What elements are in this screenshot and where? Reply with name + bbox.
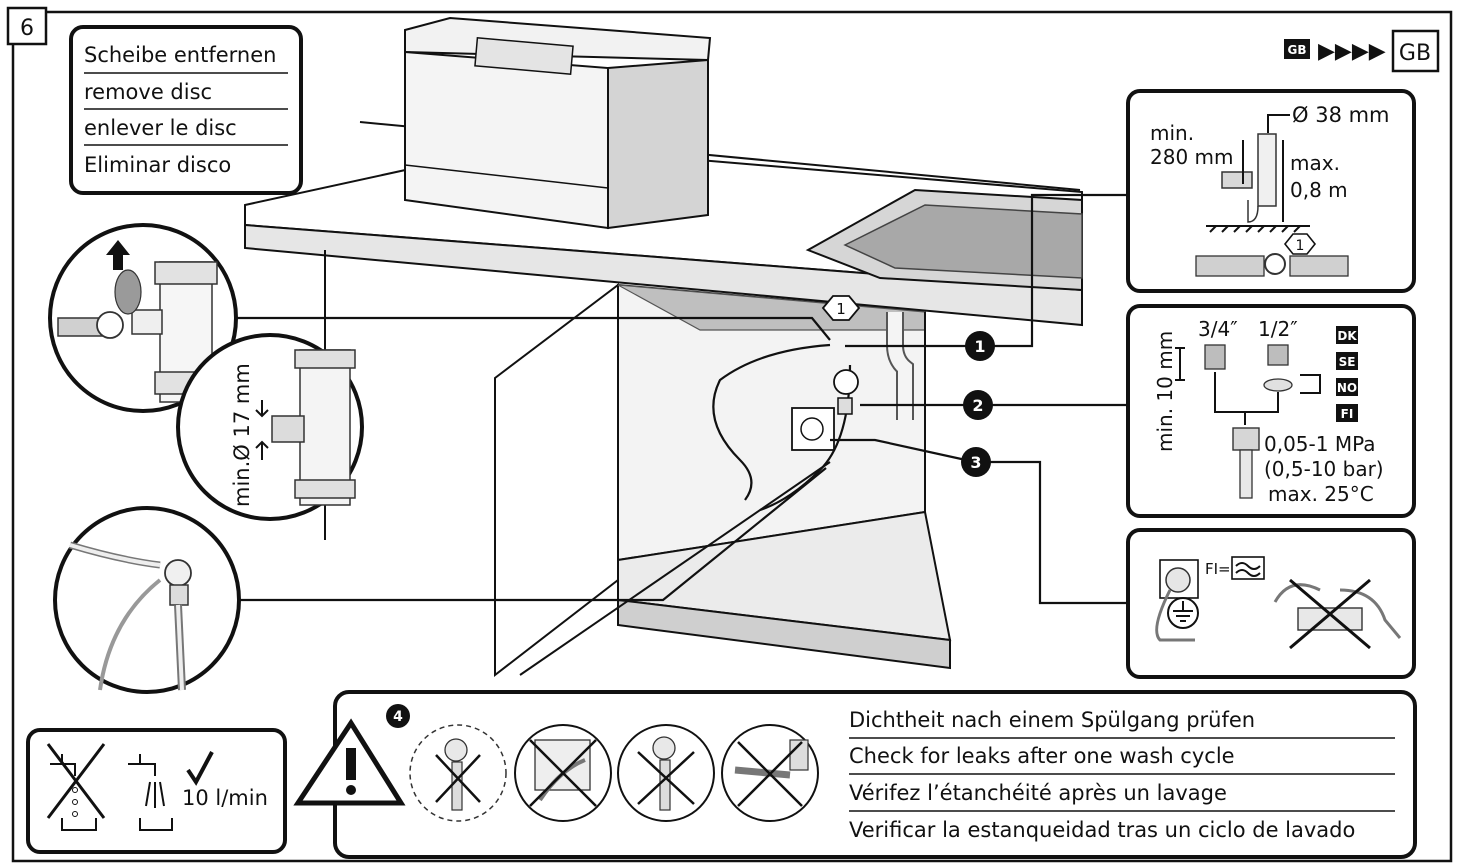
faucet-icon bbox=[128, 754, 173, 831]
svg-text:1: 1 bbox=[1296, 238, 1305, 254]
leak-illustration-3 bbox=[617, 724, 715, 822]
diameter-zoom-circle: min.Ø 17 mm bbox=[176, 333, 364, 521]
warning-triangle-icon bbox=[293, 718, 406, 806]
svg-text:1: 1 bbox=[836, 300, 846, 318]
plug-icon bbox=[1155, 559, 1199, 642]
callout-2: 2 bbox=[963, 390, 993, 420]
instruction-line-fr: enlever le disc bbox=[84, 116, 237, 140]
leak-line-en: Check for leaks after one wash cycle bbox=[849, 744, 1235, 768]
flag-badge bbox=[1284, 39, 1310, 59]
callout-4: 4 bbox=[386, 704, 410, 728]
drain-max-value: 0,8 m bbox=[1290, 178, 1348, 202]
drain-max-label: max. bbox=[1290, 151, 1340, 175]
current-language-box[interactable] bbox=[1391, 29, 1440, 73]
water-supply-panel: 3/4″ 1/2″ min. 10 mm DK SE NO FI 0,05-1 … bbox=[1126, 304, 1416, 518]
svg-text:SE: SE bbox=[1339, 355, 1356, 369]
faucet-icon bbox=[46, 743, 106, 831]
svg-text:2: 2 bbox=[972, 396, 983, 415]
page-frame bbox=[11, 10, 1453, 863]
current-language: GB bbox=[1399, 41, 1431, 66]
flow-rate: 10 l/min bbox=[182, 786, 268, 810]
language-nav: GB ▶▶▶▶ GB bbox=[1284, 29, 1440, 73]
callout-3: 3 bbox=[961, 447, 991, 477]
pressure-mpa: 0,05-1 MPa bbox=[1264, 432, 1376, 456]
min-depth-label: min. 10 mm bbox=[1153, 331, 1177, 452]
drain-min-label: min. bbox=[1150, 121, 1194, 145]
step-number-box: 6 bbox=[6, 6, 48, 46]
min-diameter-label: min.Ø 17 mm bbox=[230, 363, 254, 507]
dishwasher bbox=[404, 16, 712, 230]
leak-check-panel: 4 Dichtheit nach einem Spülgang prüfen bbox=[293, 690, 1417, 859]
max-temperature: max. 25°C bbox=[1268, 482, 1374, 506]
leak-illustration-2 bbox=[514, 724, 612, 822]
nav-arrows: ▶▶▶▶ bbox=[1318, 39, 1386, 64]
electrical-panel: FI= bbox=[1126, 528, 1416, 679]
ground-icon bbox=[1167, 597, 1199, 629]
cabinet-door bbox=[494, 282, 619, 678]
drain-diameter: Ø 38 mm bbox=[1292, 103, 1390, 127]
kitchen-scene bbox=[244, 16, 1083, 678]
leader-lines bbox=[235, 193, 1130, 605]
check-icon bbox=[186, 751, 214, 786]
step-number: 6 bbox=[20, 16, 34, 41]
leak-illustration-1 bbox=[409, 724, 507, 822]
siphon-zoom-circle bbox=[48, 223, 238, 413]
leak-line-de: Dichtheit nach einem Spülgang prüfen bbox=[849, 708, 1255, 732]
drain-min-value: 280 mm bbox=[1150, 145, 1234, 169]
fi-label: FI= bbox=[1205, 560, 1231, 578]
svg-text:DK: DK bbox=[1337, 329, 1357, 343]
up-arrow-icon bbox=[106, 240, 130, 270]
leak-illustration-4 bbox=[721, 724, 819, 822]
leak-line-fr: Vérifez l’étanchéité après un lavage bbox=[849, 781, 1227, 805]
leak-line-es: Verificar la estanqueidad tras un ciclo … bbox=[849, 818, 1355, 842]
svg-text:4: 4 bbox=[393, 709, 403, 725]
pressure-bar: (0,5-10 bar) bbox=[1264, 457, 1384, 481]
flow-panel: 10 l/min bbox=[26, 728, 287, 854]
drain-panel: Ø 38 mm min. 280 mm max. 0,8 m 1 bbox=[1126, 89, 1416, 293]
tap-zoom-circle bbox=[53, 506, 241, 694]
rcd-icon bbox=[1231, 556, 1265, 580]
svg-text:3: 3 bbox=[970, 453, 981, 472]
instruction-box: Scheibe entfernen remove disc enlever le… bbox=[69, 25, 303, 195]
instruction-line-es: Eliminar disco bbox=[84, 153, 231, 177]
no-extension-cord-icon bbox=[1273, 578, 1402, 650]
thread-1-2: 1/2″ bbox=[1258, 317, 1298, 341]
instruction-line-de: Scheibe entfernen bbox=[84, 43, 276, 67]
flag-label: GB bbox=[1288, 43, 1307, 57]
svg-text:1: 1 bbox=[974, 337, 985, 356]
svg-text:NO: NO bbox=[1337, 381, 1357, 395]
thread-3-4: 3/4″ bbox=[1198, 317, 1238, 341]
siphon-hex-callout: 1 bbox=[821, 295, 861, 321]
instruction-line-en: remove disc bbox=[84, 80, 212, 104]
callout-1: 1 bbox=[965, 331, 995, 361]
svg-text:FI: FI bbox=[1341, 407, 1354, 421]
country-codes: DK SE NO FI bbox=[1336, 326, 1358, 422]
